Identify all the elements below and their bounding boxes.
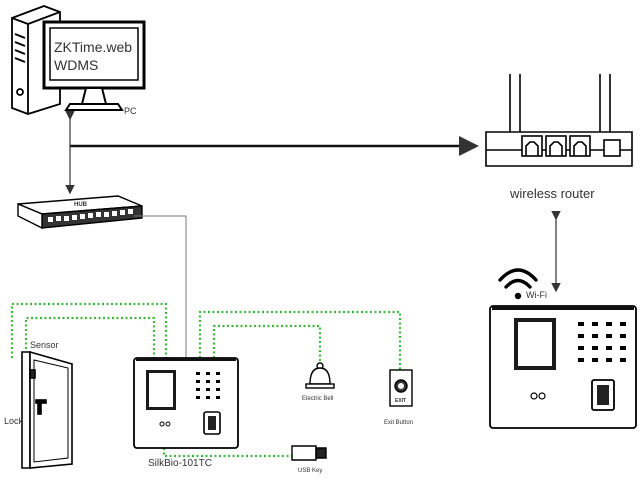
sensor-label: Sensor [30, 340, 59, 350]
terminal-right-icon [489, 305, 637, 429]
monitor-icon: ZKTime.web WDMS [42, 20, 146, 111]
switch-terminal-wire [134, 215, 187, 358]
usb-key-icon [291, 445, 327, 461]
switch-icon [17, 195, 143, 230]
door-icon [21, 350, 73, 469]
lock-label: Lock [4, 416, 24, 426]
pc-screen-line1: ZKTime.web [54, 39, 132, 55]
router-label: wireless router [509, 186, 595, 201]
wifi-label: Wi-Fi [526, 290, 547, 300]
router-icon [485, 74, 633, 167]
exit-button-label: Exit Button [384, 420, 413, 426]
terminal-left-label: SilkBio-101TC [148, 458, 212, 469]
usb-label: USB Key [298, 468, 322, 474]
pc-label: PC [124, 106, 137, 116]
switch-logo: HUB [74, 202, 88, 208]
terminal-icon [133, 357, 239, 449]
exit-plate-text: EXIT [395, 398, 406, 404]
wifi-icon [498, 268, 538, 300]
dotted-cables [10, 302, 402, 458]
pc-screen-line2: WDMS [54, 57, 98, 73]
bell-label: Electric Bell [302, 396, 333, 402]
bell-icon [305, 362, 335, 389]
exit-button-icon [389, 369, 413, 407]
